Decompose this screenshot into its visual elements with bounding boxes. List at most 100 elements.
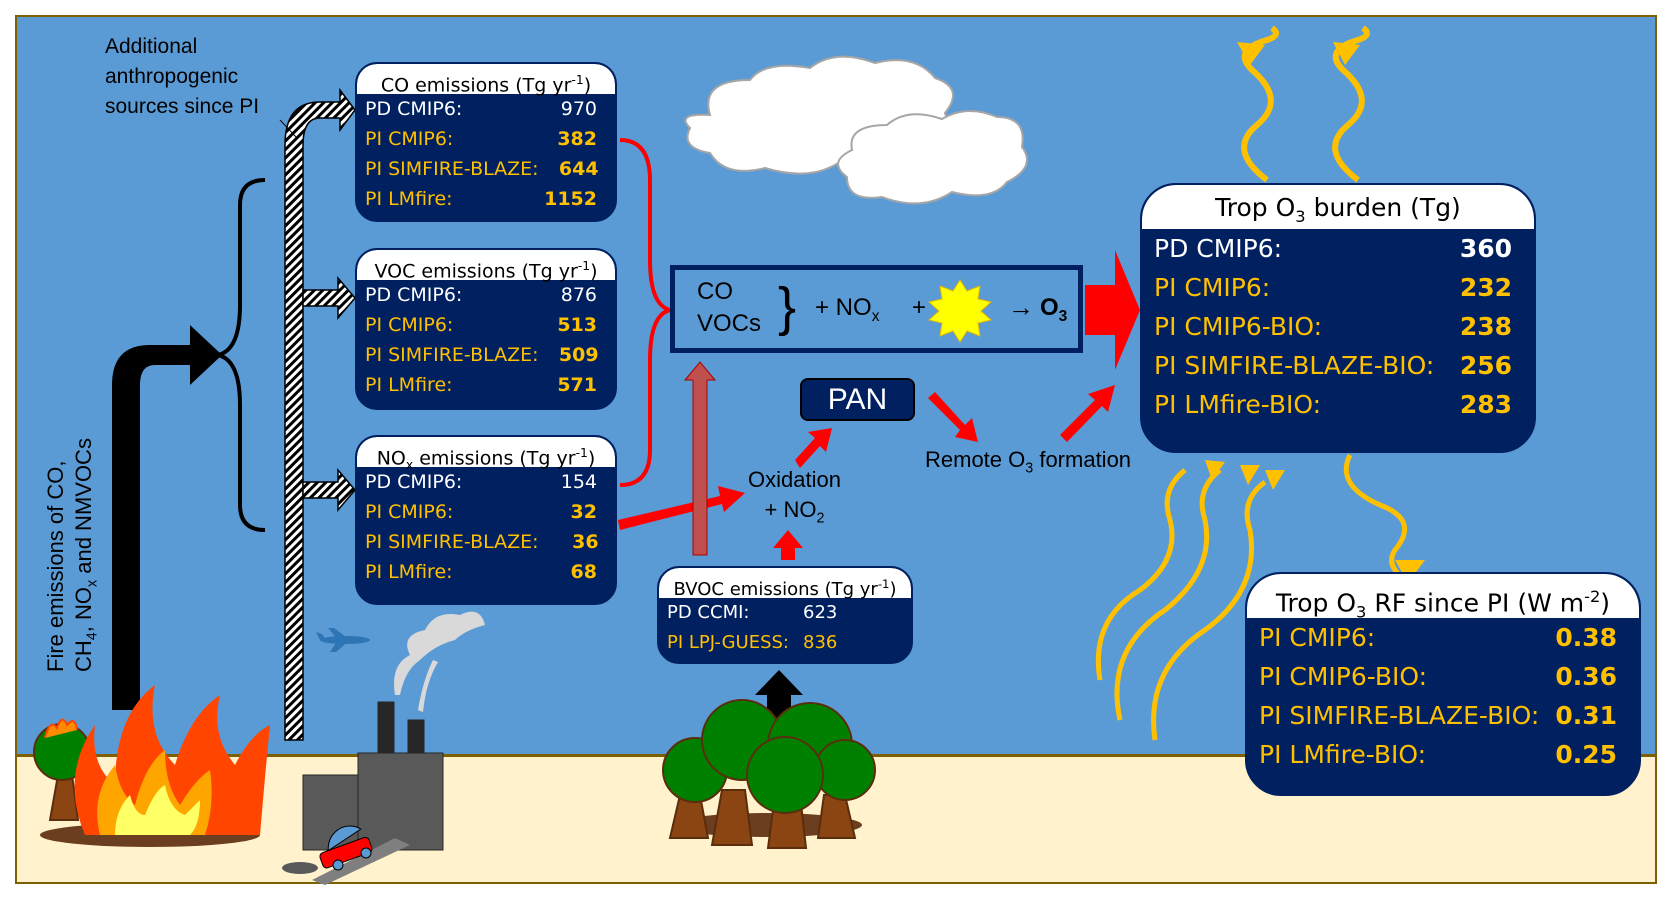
text-fragment: -1 bbox=[571, 73, 584, 87]
text-fragment: x bbox=[84, 579, 101, 588]
reaction-to-burden-arrow bbox=[1085, 250, 1140, 370]
reaction-arrow: → bbox=[1008, 292, 1034, 322]
row-label: PI LPJ-GUESS: bbox=[667, 632, 790, 653]
row-label: PI SIMFIRE-BLAZE-BIO: bbox=[1259, 701, 1540, 730]
text-fragment: emissions (Tg yr bbox=[413, 447, 576, 470]
text-fragment: -1 bbox=[577, 259, 591, 273]
reaction-co: CO bbox=[697, 278, 733, 305]
cloud-icon bbox=[837, 110, 1028, 205]
row-value: 232 bbox=[1459, 273, 1512, 302]
factory-icon bbox=[302, 701, 444, 851]
text-fragment: O bbox=[1040, 294, 1059, 321]
voc-emissions-title: VOC emissions (Tg yr-1) bbox=[357, 250, 615, 283]
text-fragment: BVOC emissions (Tg yr bbox=[673, 579, 878, 600]
text-fragment: 3 bbox=[1025, 460, 1034, 477]
row-value: 0.31 bbox=[1555, 701, 1617, 730]
fire-line-1: Fire emissions of CO, bbox=[43, 460, 68, 673]
row-value: 238 bbox=[1459, 312, 1512, 341]
row-label: PI CMIP6-BIO: bbox=[1259, 662, 1428, 691]
text-fragment: ) bbox=[889, 579, 897, 600]
fire-emissions-label: Fire emissions of CO, CH4, NOx and NMVOC… bbox=[42, 438, 106, 672]
table-row: PI LMfire:571 bbox=[357, 370, 615, 400]
remote-to-burden-arrow bbox=[1060, 385, 1115, 442]
text-fragment: 2 bbox=[816, 510, 825, 527]
reaction-box: CO VOCs } + NOx + → O3 bbox=[670, 265, 1083, 353]
table-row: PI CMIP6:32 bbox=[357, 497, 615, 527]
fire-line-2: CH4, NOx and NMVOCs bbox=[70, 438, 106, 672]
text-fragment: + NO bbox=[815, 294, 872, 321]
text-fragment: CH bbox=[71, 640, 96, 672]
row-value: 68 bbox=[570, 561, 597, 583]
co-emissions-panel: CO emissions (Tg yr-1) PD CMIP6: 970 PI C… bbox=[355, 62, 617, 222]
row-label: PI SIMFIRE-BLAZE: bbox=[365, 344, 539, 366]
row-label: PI CMIP6: bbox=[365, 314, 454, 336]
text-fragment: NO bbox=[376, 447, 406, 470]
fire-icon bbox=[40, 685, 270, 847]
text-fragment: -1 bbox=[877, 577, 890, 591]
row-value: 876 bbox=[560, 284, 597, 306]
row-label: PI LMfire-BIO: bbox=[1154, 390, 1322, 419]
car-icon bbox=[282, 825, 410, 885]
row-label: PD CMIP6: bbox=[365, 471, 463, 493]
row-value: 0.36 bbox=[1555, 662, 1617, 691]
text-fragment: ) bbox=[583, 74, 592, 97]
table-row: PI LMfire-BIO:0.25 bbox=[1247, 735, 1639, 774]
text-fragment: -1 bbox=[575, 446, 588, 460]
co-emissions-title: CO emissions (Tg yr-1) bbox=[357, 64, 615, 97]
row-value: 509 bbox=[558, 344, 599, 366]
reaction-plus: + bbox=[912, 294, 927, 321]
text-fragment: VOC emissions (Tg yr bbox=[374, 260, 578, 283]
anthro-line-1: Additional bbox=[105, 35, 198, 58]
text-fragment: ) bbox=[587, 447, 596, 470]
curly-brace bbox=[217, 178, 266, 532]
bvoc-to-reaction-arrow bbox=[683, 361, 717, 556]
row-value: 571 bbox=[557, 374, 597, 396]
row-label: PI CMIP6: bbox=[365, 128, 454, 150]
row-value: 256 bbox=[1459, 351, 1512, 380]
row-value: 623 bbox=[803, 602, 838, 623]
voc-emissions-panel: VOC emissions (Tg yr-1) PD CMIP6: 876 PI … bbox=[355, 248, 617, 410]
row-label: PI CMIP6-BIO: bbox=[1154, 312, 1323, 341]
text-fragment: x bbox=[405, 458, 414, 473]
pan-to-remote-arrow bbox=[928, 392, 978, 442]
row-label: PI LMfire: bbox=[365, 561, 453, 583]
row-label: PD CMIP6: bbox=[1154, 234, 1283, 263]
row-label: PI SIMFIRE-BLAZE: bbox=[365, 158, 539, 180]
text-fragment: and NMVOCs bbox=[71, 438, 96, 580]
reaction-vocs: VOCs bbox=[697, 310, 762, 337]
text-fragment: -2 bbox=[1584, 587, 1601, 606]
row-value: 970 bbox=[560, 98, 597, 120]
row-label: PI CMIP6: bbox=[1154, 273, 1271, 302]
fire-emission-arrow bbox=[112, 325, 222, 710]
text-fragment: , NO bbox=[71, 587, 96, 633]
table-row: PI LPJ-GUESS: 836 bbox=[659, 628, 911, 658]
table-row: PI CMIP6:382 bbox=[357, 124, 615, 154]
table-row: PI SIMFIRE-BLAZE: 509 bbox=[357, 340, 615, 370]
row-label: PI SIMFIRE-BLAZE-BIO: bbox=[1154, 351, 1435, 380]
nox-emissions-panel: NOx emissions (Tg yr-1) PD CMIP6:154 PI … bbox=[355, 435, 617, 605]
table-row: PD CMIP6: 876 bbox=[357, 280, 615, 310]
o3-rf-panel: Trop O3 RF since PI (W m-2) PI CMIP6:0.3… bbox=[1245, 572, 1641, 796]
oxidation-line-1: Oxidation bbox=[748, 467, 841, 492]
table-row: PI SIMFIRE-BLAZE:644 bbox=[357, 154, 615, 184]
text-fragment: Remote O bbox=[925, 447, 1026, 472]
remote-o3-formation-label: Remote O3 formation bbox=[925, 447, 1131, 476]
row-label: PD CMIP6: bbox=[365, 98, 463, 120]
sun-icon bbox=[927, 279, 993, 343]
text-fragment: ) bbox=[1600, 588, 1611, 618]
row-value: 836 bbox=[803, 632, 838, 653]
row-value: 283 bbox=[1459, 390, 1512, 419]
row-value: 0.38 bbox=[1555, 623, 1617, 652]
pan-box: PAN bbox=[800, 378, 915, 421]
row-label: PD CMIP6: bbox=[365, 284, 463, 306]
table-row: PI SIMFIRE-BLAZE-BIO: 0.31 bbox=[1247, 696, 1639, 735]
bvoc-emissions-title: BVOC emissions (Tg yr-1) bbox=[659, 568, 911, 600]
oxidation-to-pan-arrow bbox=[795, 428, 832, 468]
row-label: PI CMIP6: bbox=[365, 501, 454, 523]
table-row: PI LMfire-BIO: 283 bbox=[1142, 385, 1534, 424]
radiation-arrow-icon bbox=[1095, 453, 1425, 741]
airplane-icon bbox=[316, 628, 370, 652]
table-row: PI LMfire: 68 bbox=[357, 557, 615, 587]
table-row: PD CMIP6:360 bbox=[1142, 229, 1534, 268]
